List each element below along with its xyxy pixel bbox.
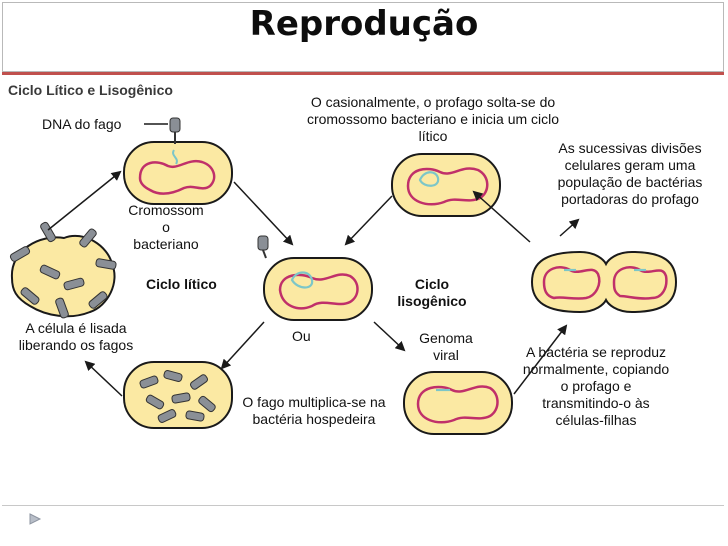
page-title: Reprodução [249,4,479,44]
cell-lysed-left [9,221,117,319]
label-line: Genoma [419,330,473,346]
label-line: viral [433,347,459,363]
arrow-genome-to-divide [513,324,568,395]
label-line: A célula é lisada [25,320,127,336]
label-ou: Ou [292,328,311,344]
cell-infected-top [123,117,233,205]
label-line: lítico [418,128,448,144]
arrow-infect-to-center [233,181,294,246]
label-line: o profago e [560,378,632,394]
cell-phages-multiplying [123,361,233,429]
label-cromossomo: Cromossom o bacteriano [118,202,214,253]
slide-nav-icon[interactable] [28,512,42,526]
label-multiplica: O fago multiplica-se na bactéria hospede… [226,394,402,428]
label-ocasionalmente: O casionalmente, o profago solta-se do c… [268,94,598,145]
label-line: liberando os fagos [18,337,134,353]
label-line: células-filhas [555,412,637,428]
label-line: lisogênico [397,293,467,309]
cell-prophage-top [391,153,501,217]
label-line: bacteriano [133,236,199,252]
label-lisada: A célula é lisada liberando os fagos [6,320,146,354]
footer-rule [2,505,724,506]
label-line: celulares geram uma [564,157,696,173]
phage-icon [169,117,181,144]
label-line: A bactéria se reproduz [525,344,667,360]
label-line: O casionalmente, o profago solta-se do [310,94,556,110]
arrow-multiply-to-lysis [84,360,123,397]
arrow-center-to-lytic [220,321,265,370]
cell-dividing-right [530,250,678,314]
title-frame [2,2,724,72]
label-line: Cromossom [128,202,204,218]
label-line: transmitindo-o às [542,395,650,411]
label-line: bactéria hospedeira [252,411,376,427]
arrow-prophage-to-center [344,195,393,246]
label-genoma: Genoma viral [410,330,482,364]
phage-icon [257,235,269,259]
arrow-center-to-lysogenic [373,321,406,352]
label-reproduz: A bactéria se reproduz normalmente, copi… [506,344,686,429]
label-line: As sucessivas divisões [558,140,702,156]
label-dna-fago: DNA do fago [42,116,122,132]
arrow-lysis-to-infect [47,170,122,231]
label-line: O fago multiplica-se na [242,394,386,410]
label-line: o [162,219,170,235]
label-line: Ciclo [414,276,450,292]
cell-viral-genome-bottom [403,371,513,435]
label-line: portadoras do profago [561,191,699,207]
title-accent-rule [2,72,724,75]
label-ciclo-litico: Ciclo lítico [146,276,217,292]
label-ciclo-lisogenico: Ciclo lisogênico [386,276,478,310]
cell-phage-dna-center [257,235,373,321]
label-line: cromossomo bacteriano e inicia um ciclo [306,111,560,127]
label-divisoes: As sucessivas divisões celulares geram u… [540,140,720,208]
arrow-divide-to-population [559,218,580,237]
slide-subtitle: Ciclo Lítico e Lisogênico [8,82,173,98]
label-line: população de bactérias [557,174,703,190]
arrow-divide-to-prophage [472,190,531,243]
label-line: normalmente, copiando [522,361,670,377]
